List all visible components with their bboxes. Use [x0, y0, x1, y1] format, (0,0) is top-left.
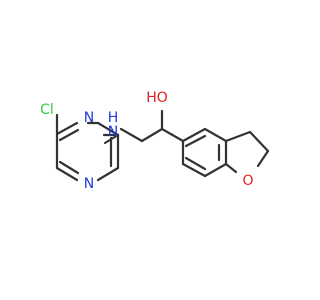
bond-benz-1-inner	[184, 134, 207, 148]
bond-nh-ch2	[119, 127, 144, 143]
bond-benz-2	[203, 127, 228, 143]
bond-ring1-a	[55, 121, 79, 136]
bond-furan-4	[224, 162, 238, 174]
bond-benz-5-inner	[184, 156, 207, 171]
bond-furan-1	[224, 130, 252, 143]
bond-ring1-nh	[103, 133, 120, 145]
ether-oxygen-label: O	[242, 173, 253, 189]
pyrimidine-n-top-label: N	[84, 110, 94, 126]
molecule-structure: Cl N N N H HO O	[40, 90, 270, 192]
bond-ring1-c-inner	[58, 160, 80, 175]
bond-choh-ring	[160, 127, 185, 143]
bond-furan-3	[256, 149, 270, 168]
pyrimidine-n-bottom-label: N	[84, 176, 94, 192]
bond-benz-4	[203, 162, 228, 178]
amine-n-label: N	[108, 124, 118, 140]
bond-ring1-d	[96, 166, 120, 182]
bond-ch2-choh	[140, 127, 164, 143]
amine-h-label: H	[108, 110, 119, 126]
bond-benz-1	[181, 127, 207, 143]
bond-ring1-f	[96, 121, 120, 137]
chlorine-label: Cl	[40, 102, 54, 118]
hydroxyl-label: HO	[146, 90, 168, 106]
molecule-diagram: Cl N N N H HO O	[40, 90, 270, 192]
bond-ring1-a-inner	[58, 128, 80, 142]
bond-furan-2	[248, 130, 270, 153]
bond-ring1-c	[55, 166, 79, 182]
bond-benz-5	[181, 162, 207, 178]
